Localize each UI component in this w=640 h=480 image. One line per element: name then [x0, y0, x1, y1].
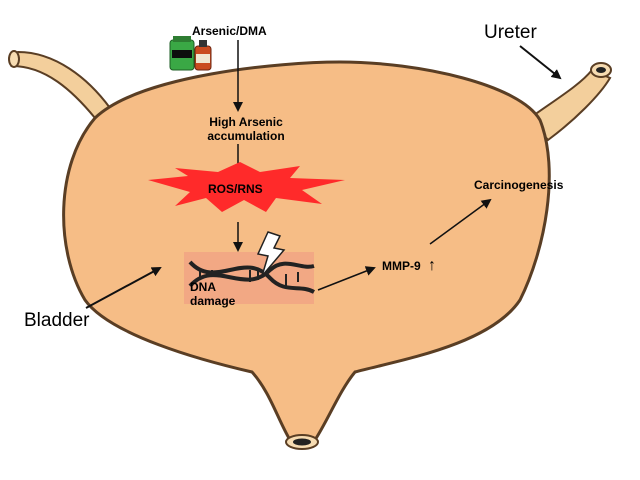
bladder-body — [62, 60, 551, 442]
arrow-dna-to-mmp — [317, 266, 376, 291]
carcinogenesis-label: Carcinogenesis — [474, 178, 564, 192]
bladder-label: Bladder — [24, 310, 90, 331]
dna-damage-label-line1: DNA — [190, 280, 216, 294]
mmp-label: MMP-9 ↑ — [382, 257, 436, 275]
ros-burst — [148, 162, 345, 212]
accumulation-label: High Arsenic accumulation — [186, 115, 306, 143]
bottle-icon — [169, 36, 212, 71]
ros-label: ROS/RNS — [208, 182, 263, 196]
accumulation-label-line1: High Arsenic — [209, 115, 283, 129]
left-ureter — [8, 50, 112, 120]
dna-damage-label: DNA damage — [190, 280, 235, 308]
arsenic-source-label: Arsenic/DMA — [192, 24, 267, 38]
right-ureter — [528, 62, 612, 142]
arrow-mmp-to-carcinogenesis — [429, 198, 492, 245]
dna-damage-label-line2: damage — [190, 294, 236, 308]
bladder-pointer — [85, 267, 162, 309]
up-arrow-icon: ↑ — [428, 257, 437, 274]
lightning-bolt-icon — [256, 231, 286, 277]
mmp-label-text: MMP-9 — [382, 259, 421, 273]
ureter-pointer — [519, 45, 562, 80]
accumulation-label-line2: accumulation — [207, 129, 285, 143]
ureter-label: Ureter — [484, 22, 537, 43]
